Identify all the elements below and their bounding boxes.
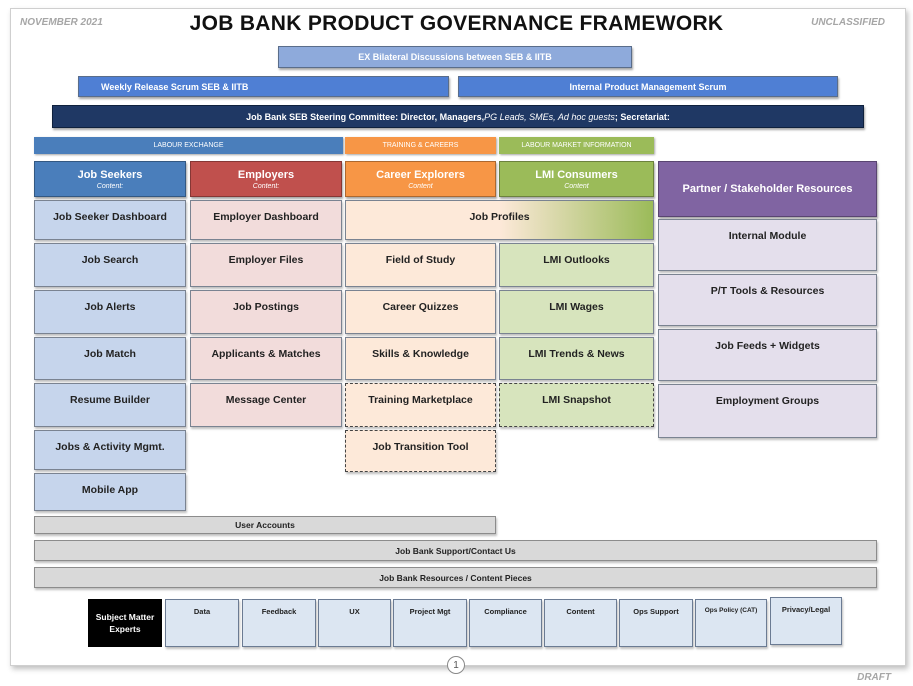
steering-lead: Job Bank SEB Steering Committee: Directo… [246, 111, 485, 122]
column-job-seekers: Job Seekers Content: [34, 161, 186, 197]
card-resume-builder: Resume Builder [34, 383, 186, 427]
support-bar: Job Bank Support/Contact Us [34, 540, 877, 561]
sme-project-mgt: Project Mgt [393, 599, 467, 647]
sme-content: Content [544, 599, 617, 647]
column-title: Partner / Stakeholder Resources [682, 183, 853, 195]
steering-tail: ; Secretariat: [614, 111, 670, 122]
column-sub: Content [564, 182, 589, 190]
sme-ops-support: Ops Support [619, 599, 693, 647]
card-lmi-outlooks: LMI Outlooks [499, 243, 654, 287]
card-job-feeds-widgets: Job Feeds + Widgets [658, 329, 877, 381]
card-job-postings: Job Postings [190, 290, 342, 334]
sme-feedback: Feedback [242, 599, 316, 647]
column-sub: Content: [252, 182, 280, 190]
card-lmi-trends-news: LMI Trends & News [499, 337, 654, 380]
column-title: Employers [237, 168, 295, 181]
sme-ux: UX [318, 599, 391, 647]
column-sub: Content: [96, 182, 124, 190]
column-lmi-consumers: LMI Consumers Content [499, 161, 654, 197]
resources-bar: Job Bank Resources / Content Pieces [34, 567, 877, 588]
sme-compliance: Compliance [469, 599, 542, 647]
column-partner: Partner / Stakeholder Resources [658, 161, 877, 217]
card-lmi-snapshot: LMI Snapshot [499, 383, 654, 427]
card-mobile-app: Mobile App [34, 473, 186, 511]
date-label: NOVEMBER 2021 [20, 17, 103, 28]
card-job-search: Job Search [34, 243, 186, 287]
page-number: 1 [447, 656, 465, 674]
card-applicants-matches: Applicants & Matches [190, 337, 342, 380]
steering-italic: PG Leads, SMEs, Ad hoc guests [484, 111, 615, 122]
card-skills-knowledge: Skills & Knowledge [345, 337, 496, 380]
weekly-scrum-bar: Weekly Release Scrum SEB & IITB [78, 76, 449, 97]
card-internal-module: Internal Module [658, 219, 877, 271]
column-employers: Employers Content: [190, 161, 342, 197]
card-jobs-activity: Jobs & Activity Mgmt. [34, 430, 186, 470]
stream-training-careers: TRAINING & CAREERS [345, 137, 496, 154]
card-career-quizzes: Career Quizzes [345, 290, 496, 334]
column-title: LMI Consumers [535, 168, 618, 181]
card-job-seeker-dashboard: Job Seeker Dashboard [34, 200, 186, 240]
internal-scrum-bar: Internal Product Management Scrum [458, 76, 838, 97]
sme-data: Data [165, 599, 239, 647]
card-message-center: Message Center [190, 383, 342, 427]
card-training-marketplace: Training Marketplace [345, 383, 496, 427]
card-job-match: Job Match [34, 337, 186, 380]
card-job-transition-tool: Job Transition Tool [345, 430, 496, 472]
card-employer-files: Employer Files [190, 243, 342, 287]
card-job-profiles: Job Profiles [345, 200, 654, 240]
card-field-of-study: Field of Study [345, 243, 496, 287]
stream-lmi: LABOUR MARKET INFORMATION [499, 137, 654, 154]
column-career-explorers: Career Explorers Content [345, 161, 496, 197]
card-job-alerts: Job Alerts [34, 290, 186, 334]
card-pt-tools: P/T Tools & Resources [658, 274, 877, 326]
column-sub: Content [408, 182, 433, 190]
card-employer-dashboard: Employer Dashboard [190, 200, 342, 240]
column-title: Job Seekers [77, 168, 143, 181]
page-title: JOB BANK PRODUCT GOVERNANCE FRAMEWORK [189, 12, 724, 35]
steering-committee-bar: Job Bank SEB Steering Committee: Directo… [52, 105, 864, 128]
card-lmi-wages: LMI Wages [499, 290, 654, 334]
sme-ops-policy: Ops Policy (CAT) [695, 599, 767, 647]
stream-labour-exchange: LABOUR EXCHANGE [34, 137, 343, 154]
sme-privacy-legal: Privacy/Legal [770, 597, 842, 645]
classification-label: UNCLASSIFIED [811, 17, 885, 28]
column-title: Career Explorers [376, 168, 465, 181]
sme-label: Subject Matter Experts [88, 599, 162, 647]
card-employment-groups: Employment Groups [658, 384, 877, 438]
ex-bilateral-bar: EX Bilateral Discussions between SEB & I… [278, 46, 632, 68]
draft-label: DRAFT [857, 672, 891, 683]
user-accounts-bar: User Accounts [34, 516, 496, 534]
